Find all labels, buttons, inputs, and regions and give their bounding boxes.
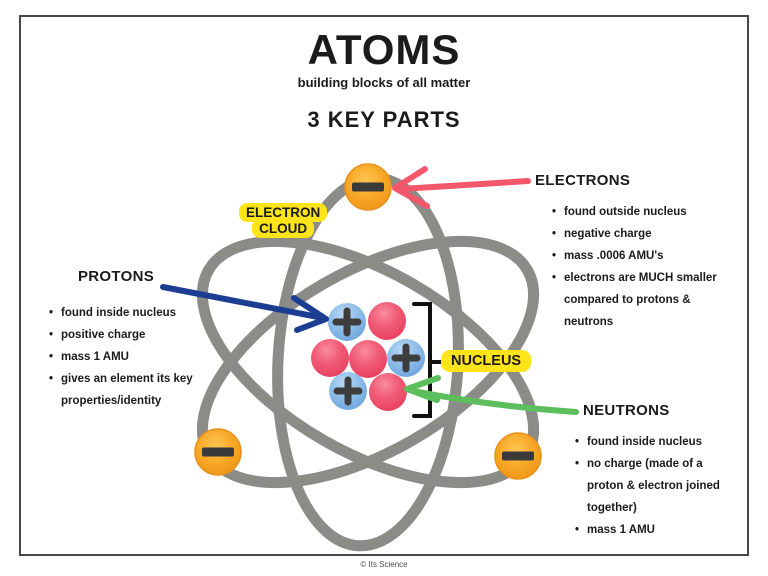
neutrons-arrow — [404, 375, 579, 415]
list-item: gives an element its key properties/iden… — [48, 368, 233, 412]
protons-arrow — [160, 284, 329, 333]
proton-sphere — [328, 303, 366, 341]
list-item: electrons are MUCH smaller compared to p… — [551, 267, 729, 333]
electron-cloud-label-line1: ELECTRON — [239, 203, 328, 222]
electrons-arrow — [392, 166, 531, 209]
page-title: ATOMS — [307, 26, 461, 73]
neutrons-heading: NEUTRONS — [583, 402, 670, 419]
list-item: negative charge — [551, 223, 729, 245]
proton-sphere — [329, 372, 367, 410]
nucleus-bracket — [412, 302, 443, 418]
minus-icon — [352, 182, 384, 192]
list-item: mass 1 AMU — [574, 519, 739, 541]
list-item: found inside nucleus — [574, 431, 739, 453]
neutron-sphere — [349, 340, 387, 378]
electron-bottom-left — [194, 428, 242, 476]
credit-text: © Its Science — [360, 560, 408, 569]
electron-top — [344, 163, 392, 211]
plus-icon — [391, 343, 421, 373]
key-parts-heading: 3 KEY PARTS — [307, 107, 461, 132]
plus-icon — [332, 307, 362, 337]
list-item: mass .0006 AMU's — [551, 245, 729, 267]
protons-bullet-list: found inside nucleus positive charge mas… — [48, 302, 233, 412]
neutrons-bullet-list: found inside nucleus no charge (made of … — [574, 431, 739, 541]
minus-icon — [202, 447, 234, 457]
list-item: positive charge — [48, 324, 233, 346]
list-item: found outside nucleus — [551, 201, 729, 223]
list-item: no charge (made of a proton & electron j… — [574, 453, 739, 519]
electrons-heading: ELECTRONS — [535, 172, 631, 189]
neutron-sphere — [368, 302, 406, 340]
protons-heading: PROTONS — [78, 268, 155, 285]
neutron-sphere — [311, 339, 349, 377]
list-item: mass 1 AMU — [48, 346, 233, 368]
minus-icon — [502, 451, 534, 461]
electrons-bullet-list: found outside nucleus negative charge ma… — [551, 201, 729, 333]
electron-bottom-right — [494, 432, 542, 480]
proton-sphere — [387, 339, 425, 377]
page-subtitle: building blocks of all matter — [297, 75, 471, 90]
nucleus-cluster — [311, 302, 425, 411]
nucleus-label: NUCLEUS — [441, 350, 532, 372]
electron-cloud-label: ELECTRON CLOUD — [239, 203, 328, 238]
electrons-group — [194, 163, 542, 480]
plus-icon — [333, 376, 363, 406]
neutron-sphere — [369, 373, 407, 411]
list-item: found inside nucleus — [48, 302, 233, 324]
electron-cloud-label-line2: CLOUD — [252, 219, 315, 238]
